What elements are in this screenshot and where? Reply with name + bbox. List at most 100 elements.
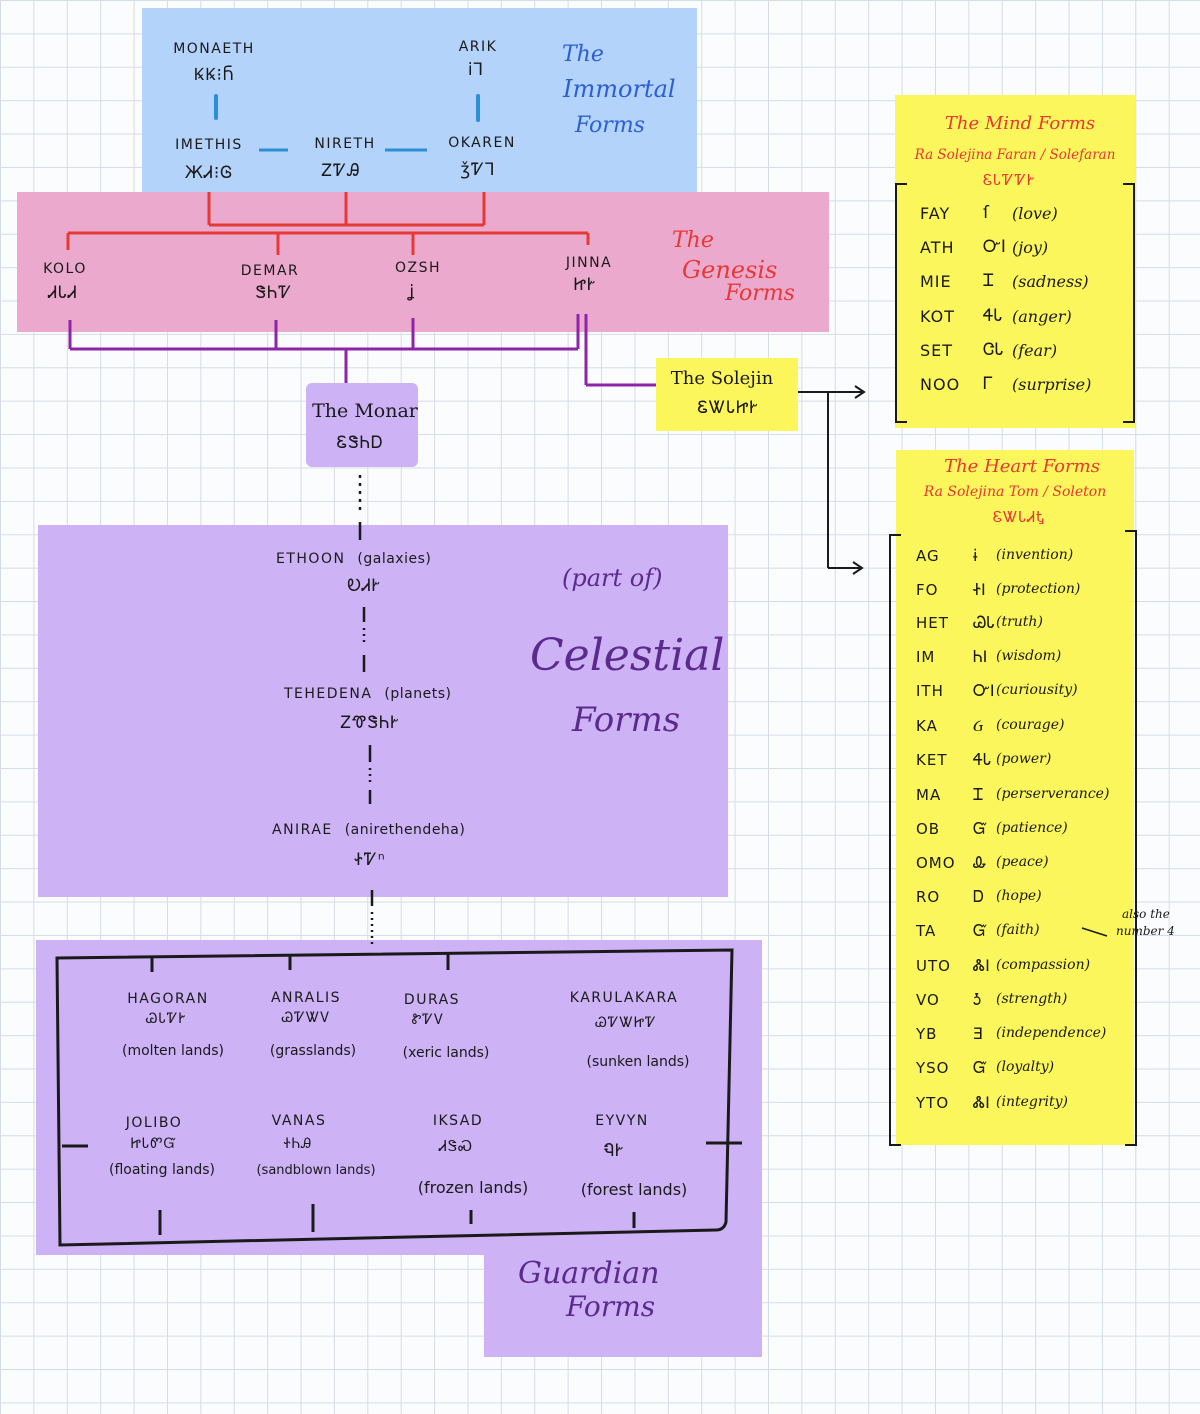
guardian-node-eyvyn: EYVYN [595,1113,649,1129]
mind-item-name: SET [920,341,954,360]
celestial-glyph-tehedena: ᏃᏡᏕᏂᎨ [340,713,400,733]
heart-item-meaning: (strength) [996,991,1068,1007]
heart-item-glyph: Ᏻ [973,921,988,940]
heart-item-meaning: (wisdom) [996,648,1062,664]
heart-item-meaning: (faith) [996,922,1040,938]
heart-item-glyph: ᏎᏓ [973,750,992,769]
genesis-title-3: Forms [725,281,795,306]
mind-subtitle: Ra Solejina Faran / Solefaran [914,147,1116,163]
mind-item: ATH ᏅI (joy) [895,234,1135,264]
celestial-part-of: (part of) [562,564,663,592]
guardian-meaning-vanas: (sandblown lands) [256,1163,376,1178]
genesis-node-demar: DEMAR [240,263,300,279]
mind-item-meaning: (surprise) [1012,375,1092,394]
guardian-title-1: Guardian [518,1256,660,1291]
heart-item-name: FO [916,581,939,599]
heart-item-name: IM [916,648,936,666]
heart-item-meaning: (truth) [996,614,1043,630]
heart-item-meaning: (peace) [996,854,1049,870]
mind-item-meaning: (joy) [1012,238,1049,257]
heart-item-name: ITH [916,682,944,700]
genesis-glyph-ozsh: ʝ̇ [409,282,417,302]
immortal-forms-panel [142,8,697,208]
mind-item-name: NOO [920,375,961,394]
heart-item-meaning: (protection) [996,581,1081,597]
immortal-glyph-arik: i̇Ꞁ [467,60,485,80]
immortal-title-1: The [562,42,604,67]
guardian-meaning-eyvyn: (forest lands) [580,1180,688,1199]
celestial-name-ethoon: ETHOON [276,551,346,567]
mind-item-glyph: Ꮖ [983,271,995,291]
genesis-node-kolo: KOLO [43,261,87,277]
celestial-title-1: Celestial [530,630,725,681]
genesis-title-1: The [672,228,714,253]
guardian-node-anralis: ANRALIS [270,990,342,1006]
heart-item-glyph: ᏊᏓ [973,613,995,632]
heart-item-glyph: Ᏽ [973,716,984,735]
immortal-title-3: Forms [575,113,645,138]
mind-item-glyph: ᏣᏓ [983,340,1004,360]
mind-item: FAY ſ (love) [895,200,1135,230]
heart-item-name: RO [916,888,941,906]
mind-item-glyph: Ꮁ [983,374,994,394]
guardian-meaning-hagoran: (molten lands) [122,1043,224,1059]
celestial-meaning-ethoon: (galaxies) [357,551,432,567]
guardian-glyph-eyvyn: ᏄᎨ [603,1141,625,1161]
guardian-node-karulakara: KARULAKARA [569,990,679,1006]
heart-item: KET ᏎᏓ(power) [889,747,1139,777]
genesis-node-jinna: JINNA [565,255,613,271]
guardian-node-iksad: IKSAD [432,1113,484,1129]
heart-item: MA Ꮖ (perserverance) [889,782,1139,812]
celestial-glyph-anirae: ᏐᏤⁿ [354,850,386,870]
heart-forms-panel [896,450,1134,1145]
heart-item-glyph: ᏜI [973,1093,990,1112]
celestial-node-anirae: ANIRAE (anirethendeha) [272,822,465,838]
celestial-chain [358,475,374,948]
faith-note-arrow [1081,927,1108,937]
monar-glyph: ᏋᏕᏂᎠ [336,433,384,453]
immortal-node-arik: ARIK [458,39,498,55]
immortal-node-imethis: IMETHIS [175,137,243,153]
genesis-tree [66,192,590,255]
mind-item-name: KOT [920,307,955,326]
guardian-glyph-vanas: ᏐᏂᎯ [283,1136,313,1152]
solejin-box [656,358,798,431]
mind-item-meaning: (love) [1012,204,1058,223]
heart-bracket-left [889,534,901,1146]
heart-item-name: OB [916,820,941,838]
heart-item: TA Ᏻ (faith) [889,918,1139,948]
immortal-glyph-okaren: ǯᏤꞀ [460,160,496,180]
heart-item-glyph: Ꮌ [973,990,982,1009]
heart-item-name: OMO [916,854,956,872]
heart-forms-list: The Heart Forms Ra Solejina Tom / Soleto… [889,450,1139,1150]
heart-item-name: TA [916,922,937,940]
mind-item-glyph: ſ [983,203,989,223]
guardian-node-duras: DURAS [403,992,461,1008]
heart-item-meaning: (independence) [996,1025,1107,1041]
heart-item-name: MA [916,786,942,804]
heart-item-meaning: (invention) [996,547,1074,563]
heart-item-name: KET [916,751,948,769]
mind-glyph: ᏋᏓᏤᏤᎨ [982,171,1036,189]
heart-item-glyph: Ꮖ [973,785,984,804]
genesis-glyph-kolo: ᏗᏓᏗ [48,283,78,303]
heart-item-meaning: (integrity) [996,1094,1068,1110]
heart-item-meaning: (power) [996,751,1052,767]
heart-item-name: YSO [916,1059,950,1077]
mind-title: The Mind Forms [944,113,1096,134]
heart-item-glyph: Ꭰ [973,887,984,906]
immortal-node-nireth: NIRETH [314,136,376,152]
heart-item-name: AG [916,547,940,565]
heart-item-meaning: (compassion) [996,957,1091,973]
heart-item-glyph: Ǝ [973,1024,984,1043]
heart-item-meaning: (perserverance) [996,786,1110,802]
heart-item-meaning: (curiousity) [996,682,1078,698]
genesis-glyph-demar: ᏕᏂᏤ [255,283,293,303]
celestial-name-tehedena: TEHEDENA [284,686,373,702]
guardian-title-2: Forms [566,1290,656,1323]
